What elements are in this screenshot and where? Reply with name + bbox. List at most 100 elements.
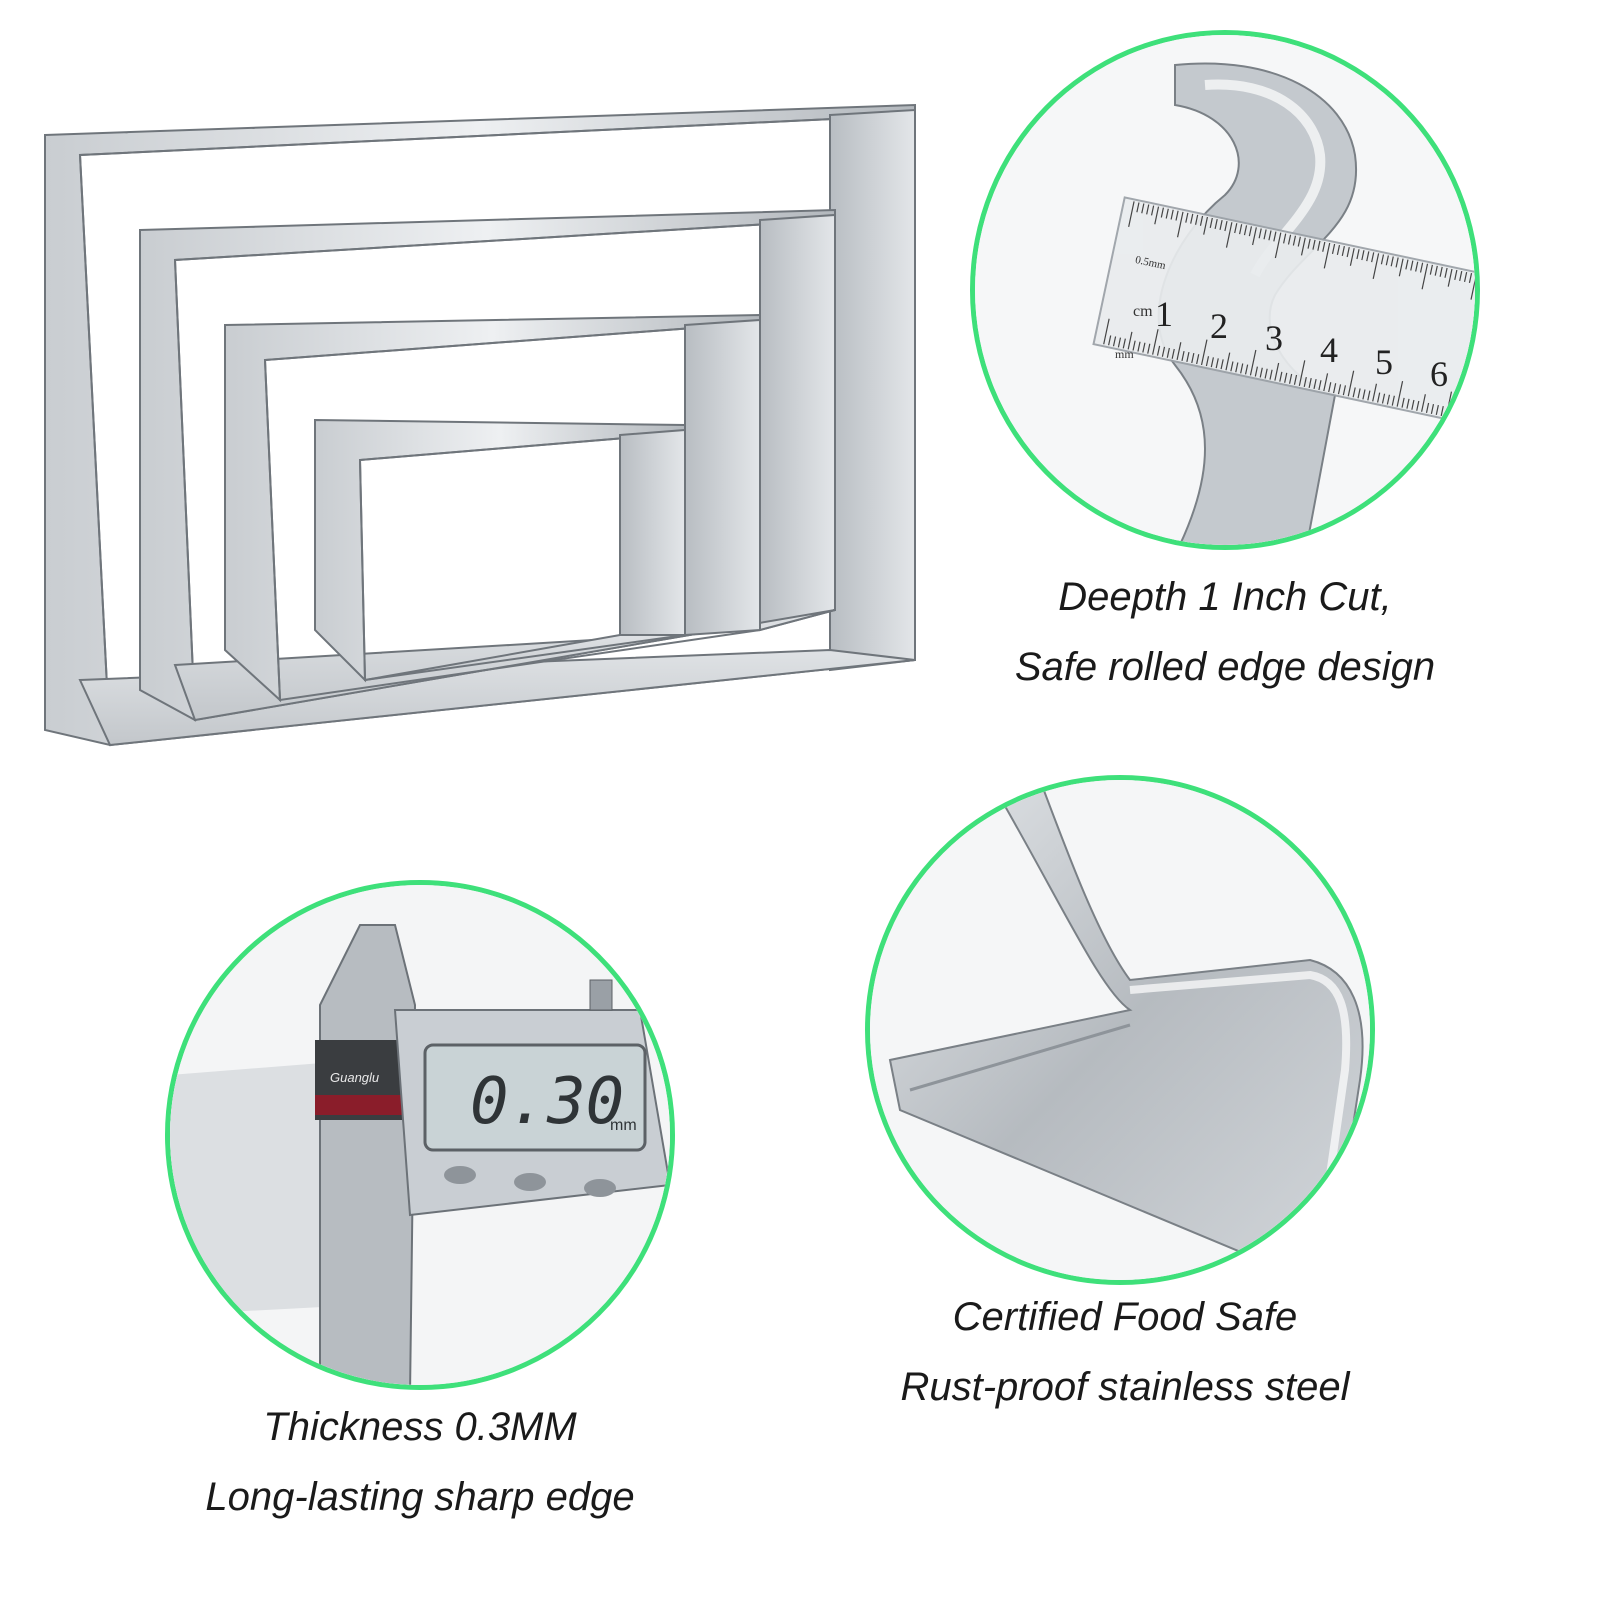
ruler-tick	[1323, 242, 1331, 269]
ruler-tick	[1470, 274, 1475, 300]
ruler-tick	[1127, 331, 1133, 350]
ruler-tick	[1194, 214, 1199, 225]
ruler-tick	[1288, 373, 1293, 384]
ruler-tick	[1386, 394, 1391, 405]
nested-rectangle-cutters-illustration	[44, 103, 916, 747]
ruler-tick	[1190, 213, 1194, 224]
ruler-tick	[1390, 256, 1394, 267]
ruler-tick	[1156, 345, 1161, 356]
ruler-tick	[1225, 222, 1233, 248]
ruler-tick	[1269, 369, 1273, 380]
ruler-number-5: 5	[1375, 342, 1393, 382]
ruler-tick	[1252, 227, 1257, 246]
caliper-unit: mm	[610, 1117, 637, 1134]
ruler-tick	[1112, 336, 1117, 347]
ruler-tick	[1346, 247, 1350, 258]
ruler-tick	[1147, 343, 1151, 354]
ruler-tick	[1181, 350, 1185, 361]
ruler-tick	[1395, 257, 1399, 268]
ruler-tick	[1366, 251, 1370, 262]
ruler-tick	[1429, 264, 1433, 275]
caliper-reading: 0.30	[470, 1065, 625, 1139]
ruler-tick	[1152, 329, 1159, 355]
ruler-tick	[1447, 268, 1453, 287]
ruler-tick	[1215, 358, 1219, 369]
feature-3-line-2: Rust-proof stainless steel	[900, 1365, 1350, 1409]
ruler-number-4: 4	[1320, 330, 1338, 370]
ruler-tick	[1435, 405, 1439, 416]
ruler-tick	[1137, 341, 1141, 352]
ruler-tick	[1312, 239, 1316, 250]
ruler-tick	[1117, 337, 1122, 348]
ruler-tick	[1474, 413, 1475, 424]
ruler-tick	[1146, 204, 1150, 215]
ruler-tick	[1176, 342, 1182, 360]
ruler-tick	[1230, 361, 1234, 372]
ruler-tick	[1249, 349, 1257, 376]
ruler-tick	[1235, 362, 1239, 373]
ruler-tick	[1454, 269, 1458, 280]
ruler-tick	[1200, 339, 1208, 366]
ruler-tick	[1136, 202, 1140, 213]
ruler-tick	[1385, 255, 1389, 266]
ruler-number-2: 2	[1210, 306, 1228, 346]
ruler-tick	[1357, 388, 1361, 399]
ruler-tick	[1313, 379, 1317, 390]
ruler-tick	[1284, 372, 1288, 383]
ruler-tick	[1264, 368, 1268, 379]
ruler-tick	[1224, 221, 1228, 232]
ruler-tick	[1258, 228, 1262, 239]
ruler-tick	[1372, 253, 1380, 279]
ruler-tick	[1128, 201, 1135, 227]
ruler-tick	[1430, 403, 1435, 415]
ruler-tick	[1199, 215, 1204, 226]
ruler-tick	[1347, 370, 1355, 397]
ruler-tick	[1307, 238, 1311, 249]
ruler-tick	[1401, 397, 1405, 408]
ruler-tick	[1391, 395, 1395, 406]
ruler-tick	[1341, 245, 1345, 257]
ruler-tick	[1331, 243, 1336, 254]
ruler-tick	[1220, 359, 1224, 370]
ruler-tick	[1160, 207, 1165, 218]
ruler-tick	[1279, 371, 1283, 382]
ruler-tick	[1165, 208, 1169, 219]
ruler-tick	[1411, 399, 1415, 410]
ruler-tick	[1406, 398, 1410, 409]
ruler-tick	[1421, 263, 1429, 290]
steel-bend-icon	[870, 780, 1370, 1280]
ruler-tick	[1176, 211, 1184, 238]
ruler-tick	[1337, 384, 1342, 395]
ruler-tick	[1356, 249, 1360, 260]
ruler-tick	[1421, 394, 1426, 412]
ruler-tick	[1166, 347, 1170, 358]
ruler-tick	[1263, 229, 1267, 240]
ruler-tick	[1219, 220, 1223, 231]
ruler-tick	[1298, 360, 1306, 386]
feature-3-line-1: Certified Food Safe	[952, 1295, 1298, 1339]
ruler-tick	[1440, 406, 1444, 417]
ruler-tick	[1170, 209, 1174, 220]
ruler-tick	[1273, 231, 1277, 242]
ruler-tick	[1186, 351, 1190, 363]
ruler-tick	[1479, 275, 1480, 285]
ruler-unit-mm: mm	[1115, 347, 1134, 361]
ruler-tick	[1209, 217, 1213, 228]
depth-detail-circle: cm mm 0.5mm 1 2 3 4 5 6	[970, 30, 1480, 550]
ruler-tick	[1300, 237, 1306, 256]
ruler-tick	[1377, 392, 1381, 403]
ruler-tick	[1210, 357, 1214, 368]
ruler-tick	[1434, 265, 1438, 276]
ruler-tick	[1238, 224, 1243, 235]
ruler-tick	[1322, 241, 1326, 252]
ruler-tick	[1268, 230, 1272, 241]
ruler-tick	[1132, 340, 1136, 351]
ruler-tick	[1318, 380, 1322, 391]
cutter-3	[224, 313, 761, 703]
ruler-numbers: 1 2 3 4 5 6	[1155, 293, 1475, 443]
ruler-tick	[1396, 381, 1404, 407]
ruler-tick	[1171, 348, 1175, 359]
ruler-tick	[1419, 262, 1424, 273]
ruler-tick	[1203, 216, 1209, 235]
ruler-tick	[1367, 390, 1371, 401]
